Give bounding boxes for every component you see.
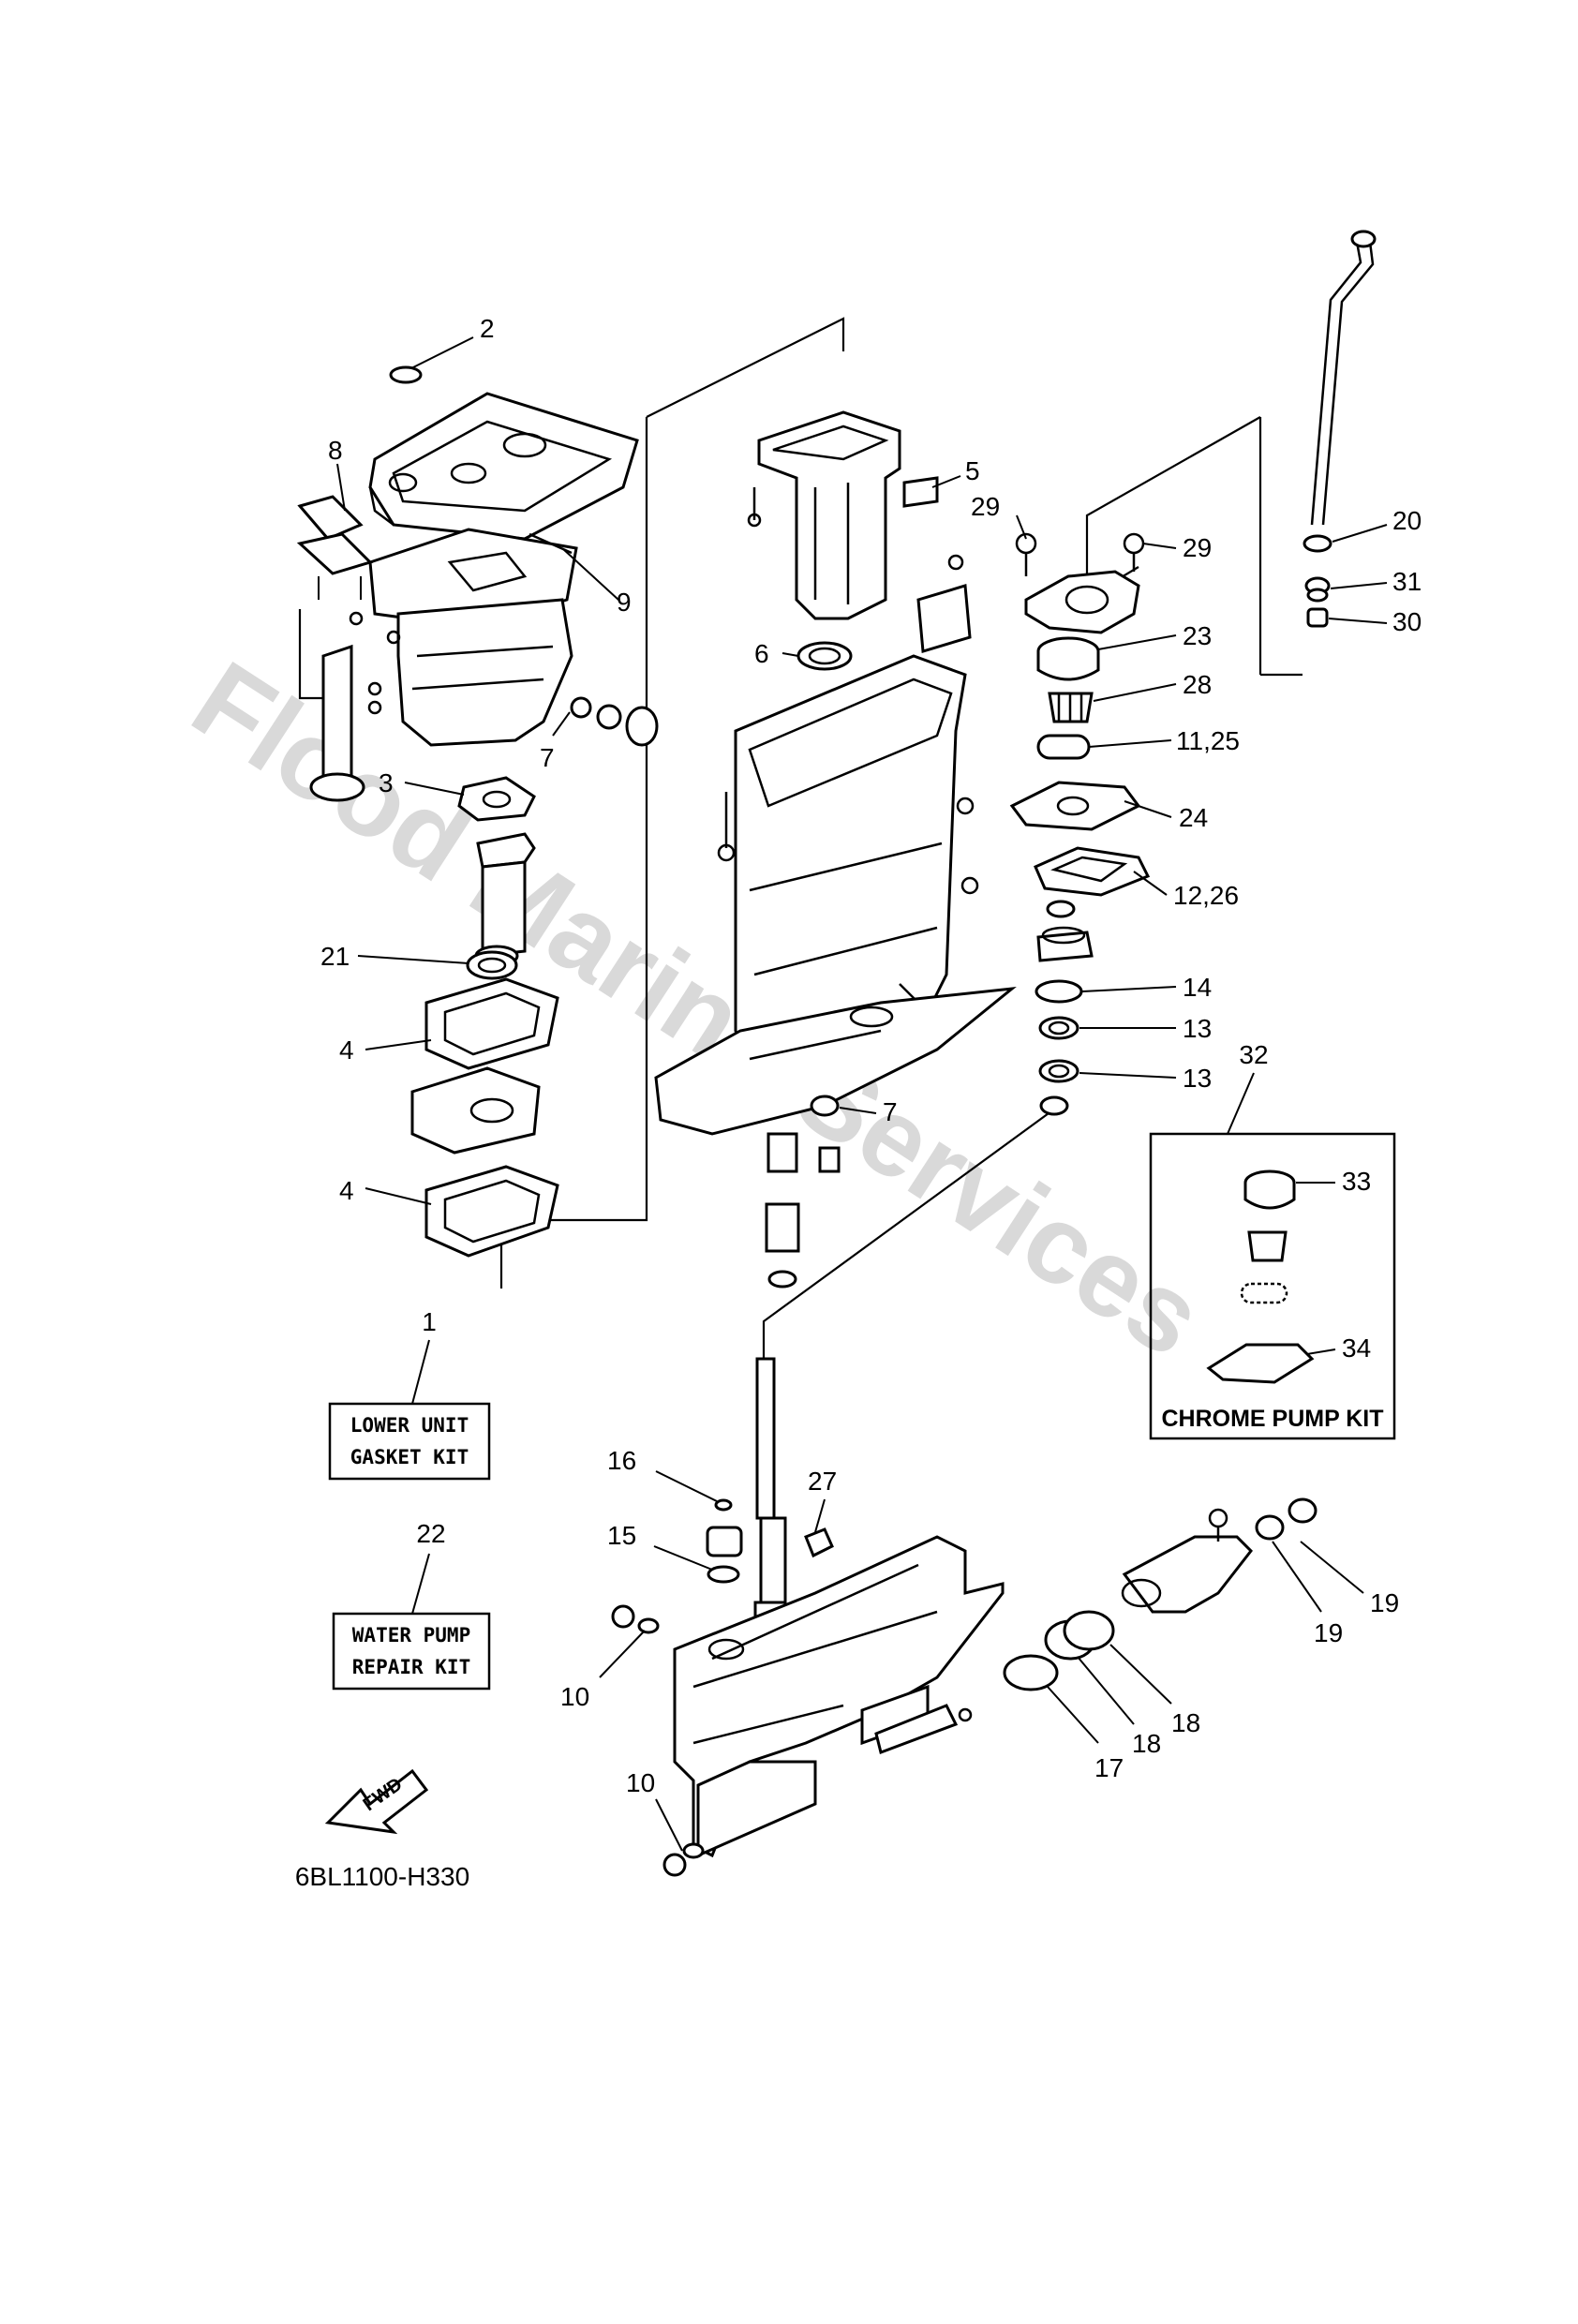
exhaust-manifold-5-part [757, 410, 939, 620]
oil-seal-21-part [466, 950, 518, 980]
grommet-7-part [570, 696, 659, 747]
oil-seal-housing-part [1036, 900, 1094, 962]
callout-8: 8 [328, 436, 343, 465]
gasket-3-part [457, 776, 536, 822]
callout-4a: 4 [339, 1035, 354, 1065]
callout-5: 5 [965, 456, 980, 485]
o-ring-14-part [1035, 979, 1083, 1004]
callout-31: 31 [1392, 567, 1422, 596]
shaft-bushing-part [765, 1132, 841, 1289]
callout-19b: 19 [1314, 1618, 1343, 1647]
diagram-code: 6BL1100-H330 [295, 1862, 469, 1891]
callout-18a: 18 [1171, 1708, 1200, 1737]
o-ring-18-part [1044, 1610, 1115, 1661]
plug-27-part [804, 1527, 834, 1558]
fwd-arrow: FWD [324, 1768, 429, 1835]
callout-32: 32 [1239, 1040, 1268, 1069]
callout-7b: 7 [883, 1097, 898, 1126]
grommet-20-part [1303, 534, 1332, 553]
callout-34: 34 [1342, 1333, 1371, 1363]
oil-seal-13b-part [1038, 1059, 1079, 1083]
plate-8-part [296, 495, 373, 600]
callout-29a: 29 [971, 492, 1000, 521]
upper-casing-lower-part [396, 598, 573, 747]
callout-12-26: 12,26 [1173, 881, 1239, 910]
assembly-brackets [298, 317, 1303, 1359]
grommet-7-mid-part [810, 1095, 840, 1117]
exhaust-guide-part [368, 392, 639, 541]
water-pump-repair-kit-box: WATER PUMP REPAIR KIT 22 [332, 1519, 491, 1691]
seals-19-part [1255, 1497, 1317, 1541]
callout-10b: 10 [626, 1768, 655, 1797]
driveshaft-part [748, 1357, 793, 1642]
chrome-pump-kit-box: CHROME PUMP KIT [1149, 1072, 1396, 1440]
impeller-28-part [1048, 692, 1094, 723]
callout-1: 1 [422, 1307, 437, 1336]
anti-cavitation-plate-part [654, 986, 1017, 1136]
seal-30-part [1306, 607, 1329, 628]
callout-11-25: 11,25 [1176, 726, 1240, 755]
callout-2: 2 [480, 314, 495, 343]
callout-3: 3 [379, 768, 394, 797]
seal-6-part [796, 641, 853, 671]
callout-7a: 7 [540, 743, 555, 772]
callout-29b: 29 [1183, 533, 1212, 562]
callout-30: 30 [1392, 607, 1422, 636]
insert-cartridge-23-part [1036, 636, 1100, 681]
water-tube-part [309, 644, 365, 802]
callout-17: 17 [1094, 1753, 1124, 1782]
drain-bolts-10-part [611, 1604, 705, 1877]
callout-19a: 19 [1370, 1588, 1399, 1617]
chrome-pump-kit-label: CHROME PUMP KIT [1161, 1406, 1383, 1432]
callout-21: 21 [320, 942, 350, 971]
bearing-housing-part [1121, 1508, 1253, 1614]
callout-18b: 18 [1132, 1729, 1161, 1758]
lower-unit-kit-line1: LOWER UNIT [350, 1414, 469, 1437]
bearing-15-16-part [706, 1498, 743, 1584]
callout-27: 27 [808, 1467, 837, 1496]
exhaust-seal-part [474, 832, 536, 967]
callout-23: 23 [1183, 621, 1212, 650]
gasket-11-25-part [1036, 734, 1091, 760]
callout-24: 24 [1179, 803, 1208, 832]
callout-20: 20 [1392, 506, 1422, 535]
lower-unit-kit-line2: GASKET KIT [350, 1446, 469, 1468]
bolts-left-part [349, 611, 401, 715]
washer-part [1039, 1095, 1069, 1116]
outer-plate-24-part [1009, 781, 1141, 831]
callout-28: 28 [1183, 670, 1212, 699]
callout-4b: 4 [339, 1176, 354, 1205]
o-ring-17-part [1003, 1654, 1059, 1691]
callout-33: 33 [1342, 1167, 1371, 1196]
callout-14: 14 [1183, 973, 1212, 1002]
gasket-4-upper-part [424, 977, 559, 1070]
callout-13a: 13 [1183, 1014, 1212, 1043]
callouts: 2 8 9 3 7 21 4 4 5 29 29 6 20 31 30 23 2 [320, 314, 1422, 1852]
gearcase-part [673, 1535, 1005, 1858]
callout-6: 6 [754, 639, 769, 668]
mount-plate-part [410, 1066, 541, 1155]
callout-22: 22 [416, 1519, 445, 1548]
water-tube-20-part [1310, 230, 1377, 526]
oil-seal-13a-part [1038, 1016, 1079, 1040]
propeller-shaft-part [874, 1704, 973, 1754]
pump-housing-part [1015, 532, 1145, 634]
gasket-4-lower-part [424, 1165, 559, 1258]
callout-15: 15 [607, 1521, 636, 1550]
lower-unit-gasket-kit-box: LOWER UNIT GASKET KIT 1 [328, 1307, 491, 1481]
callout-10a: 10 [560, 1682, 589, 1711]
seal-31-part [1304, 576, 1331, 603]
housing-bolts-part [717, 487, 979, 895]
water-pump-kit-line2: REPAIR KIT [352, 1656, 470, 1678]
callout-9: 9 [617, 588, 632, 617]
gasket-12-26-part [1034, 846, 1151, 897]
water-pump-kit-line1: WATER PUMP [352, 1624, 470, 1646]
callout-16: 16 [607, 1446, 636, 1475]
callout-13b: 13 [1183, 1064, 1212, 1093]
